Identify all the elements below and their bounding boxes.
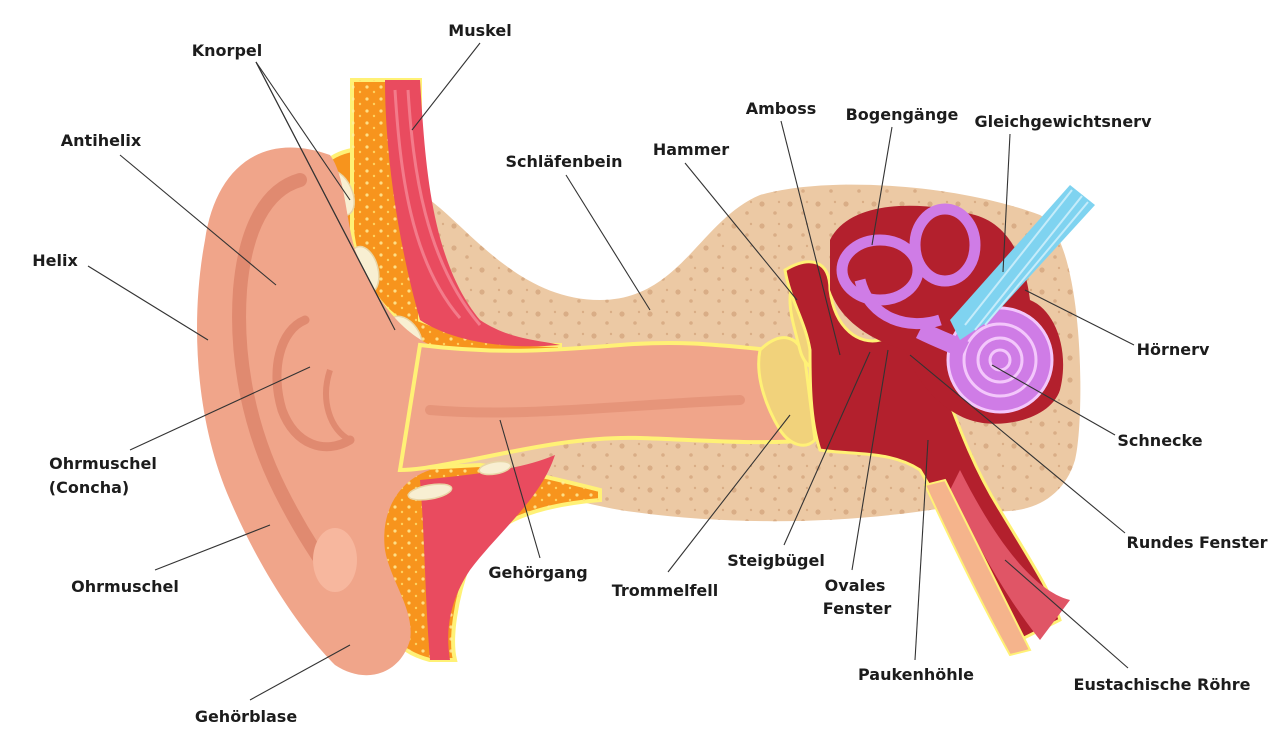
label-ovales-line1: Ovales	[825, 576, 886, 595]
label-ohrmuschel: Ohrmuschel	[71, 577, 179, 596]
label-antihelix: Antihelix	[61, 131, 142, 150]
label-schlaefenbein: Schläfenbein	[505, 152, 622, 171]
label-trommelfell: Trommelfell	[612, 581, 719, 600]
label-rundes-fenster: Rundes Fenster	[1127, 533, 1268, 552]
label-gehoergang: Gehörgang	[488, 563, 587, 582]
label-amboss: Amboss	[746, 99, 817, 118]
auricle	[197, 147, 430, 676]
label-schnecke: Schnecke	[1117, 431, 1202, 450]
auditory-nerve	[950, 185, 1095, 340]
label-gehoerblase: Gehörblase	[195, 707, 298, 726]
label-ovales-line2: Fenster	[823, 599, 892, 618]
label-hoernerv: Hörnerv	[1137, 340, 1210, 359]
label-knorpel: Knorpel	[192, 41, 262, 60]
label-paukenhoehle: Paukenhöhle	[858, 665, 974, 684]
muscle-upper	[385, 80, 560, 347]
label-hammer: Hammer	[653, 140, 729, 159]
label-eustachische-roehre: Eustachische Röhre	[1074, 675, 1251, 694]
label-steigbuegel: Steigbügel	[727, 551, 825, 570]
label-gleichgewichtsnerv: Gleichgewichtsnerv	[974, 112, 1152, 131]
label-bogengaenge: Bogengänge	[846, 105, 959, 124]
leader-lines	[87, 42, 1135, 701]
label-helix: Helix	[32, 251, 78, 270]
label-concha-line1: Ohrmuschel	[49, 454, 157, 473]
cochlea	[915, 306, 1054, 414]
ear-canal	[397, 340, 813, 473]
cartilage-lower	[377, 455, 602, 662]
semicircular-canals	[836, 203, 981, 330]
label-concha-line2: (Concha)	[49, 478, 129, 497]
label-muskel: Muskel	[448, 21, 511, 40]
